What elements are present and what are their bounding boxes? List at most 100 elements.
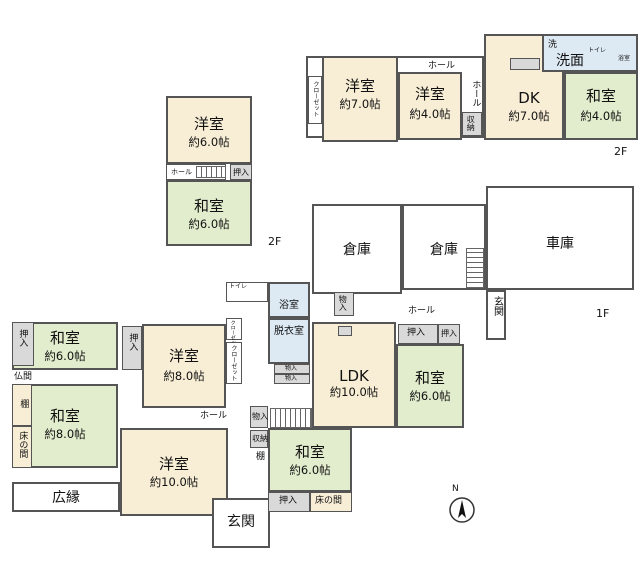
room-name: 広縁 [52, 490, 80, 506]
tana-a: 棚 [12, 384, 32, 426]
room-yoshitsu-8: 洋室 約8.0帖 [142, 324, 226, 408]
room-name: 浴室 [279, 300, 299, 311]
room-yokushitsu: 浴室 [268, 282, 310, 318]
oshiire-label: 押入 [17, 329, 28, 347]
room-shako: 車庫 [486, 186, 634, 290]
stairs-1f-garage [466, 248, 484, 288]
room-size: 約7.0帖 [508, 109, 550, 123]
room-name: 玄関 [227, 514, 255, 530]
room-genkan-1: 玄関 [212, 498, 270, 548]
tokonoma-label: 床の間 [315, 496, 343, 506]
room-name: 洗面 [556, 53, 584, 69]
room-name: 和室 [193, 197, 224, 215]
room-size: 約4.0帖 [409, 107, 451, 121]
room-yoshitsu-7: 洋室 約7.0帖 [322, 56, 398, 142]
oshiire-a: 押入 [12, 322, 34, 366]
room-name: 洋室 [414, 85, 445, 103]
room-name: 洋室 [193, 115, 224, 133]
monoire-b: 物入 [274, 364, 310, 374]
oshiire-label: 押入 [127, 333, 138, 351]
closet-1f-b: クローゼット [226, 342, 242, 384]
room-hiroen: 広縁 [12, 482, 120, 512]
floor-label-1f: 1F [596, 307, 610, 320]
kitchen-counter [510, 58, 540, 70]
toilet-label: トイレ [229, 283, 248, 290]
room-yoshitsu-10: 洋室 約10.0帖 [120, 428, 228, 516]
toilet-1f: トイレ [226, 282, 268, 302]
monoire-label: 物入 [252, 412, 268, 421]
tokonoma-b: 床の間 [310, 492, 352, 512]
ldk-sink [338, 326, 352, 336]
tana-label: 棚 [18, 399, 29, 408]
room-name: 和室 [49, 407, 80, 425]
hall-label: ホール [428, 61, 456, 71]
floor-label-2f-b: 2F [268, 235, 282, 248]
oshiire-d: 押入 [268, 492, 310, 512]
room-size: 約8.0帖 [163, 369, 205, 383]
hall-label: ホール [200, 411, 228, 421]
room-size: 約6.0帖 [44, 349, 86, 363]
tana-label: 棚 [256, 452, 266, 462]
closet-label: クローゼット [229, 320, 236, 350]
monoire-a: 物入 [334, 292, 354, 316]
room-souko-1: 倉庫 [312, 204, 402, 294]
room-name: DK [518, 89, 540, 107]
closet-2f: クローゼット [308, 76, 322, 124]
oshiire-b1: 押入 [398, 324, 438, 344]
toilet-label: トイレ [588, 47, 607, 54]
room-senmen: 洗 洗面 トイレ 浴室 [542, 34, 638, 72]
oshiire-label: 押入 [279, 496, 298, 506]
room-name: 和室 [585, 87, 616, 105]
room-datsuishitsu: 脱衣室 [268, 318, 310, 364]
shuno-label: 収納 [252, 434, 268, 443]
room-name: 倉庫 [343, 242, 371, 258]
floor-label-2f-a: 2F [614, 145, 628, 158]
sen-label: 洗 [548, 40, 558, 50]
oshiire-label: 押入 [233, 168, 249, 177]
stairs-1f [270, 408, 312, 428]
oshiire-label: 押入 [407, 328, 426, 338]
room-size: 約7.0帖 [339, 97, 381, 111]
hall-label: ホール [408, 306, 436, 316]
room-name: 洋室 [158, 455, 189, 473]
room-genkan-2: 玄関 [486, 290, 506, 340]
room-yoshitsu-6-2f: 洋室 約6.0帖 [166, 96, 252, 164]
storage-shuno-a: 収納 [462, 112, 482, 136]
room-size: 約6.0帖 [289, 463, 331, 477]
room-size: 約6.0帖 [188, 217, 230, 231]
closet-label: クローゼット [229, 345, 237, 381]
compass-icon [449, 497, 475, 523]
compass-label: N [452, 484, 459, 494]
oshiire-c: 押入 [122, 326, 142, 370]
oshiire-label: 押入 [441, 329, 457, 338]
room-size: 約10.0帖 [329, 385, 379, 399]
room-name: 和室 [49, 329, 80, 347]
room-name: 車庫 [546, 236, 574, 252]
room-name: LDK [339, 367, 369, 385]
closet-label: クローゼット [311, 81, 319, 117]
room-name: 洋室 [344, 77, 375, 95]
hall-label: ホール [171, 168, 192, 176]
room-name: 和室 [414, 369, 445, 387]
room-yoshitsu-4: 洋室 約4.0帖 [398, 72, 462, 140]
monoire-d: 物入 [250, 406, 268, 428]
room-size: 約8.0帖 [44, 427, 86, 441]
monoire-label: 物入 [285, 365, 298, 372]
tokonoma-label: 床の間 [17, 431, 28, 458]
room-washitsu-4: 和室 約4.0帖 [564, 72, 638, 140]
shuno-c: 収納 [250, 430, 268, 448]
room-name: 玄関 [491, 296, 503, 316]
room-size: 約6.0帖 [188, 135, 230, 149]
butsuma-label: 仏間 [14, 372, 33, 382]
room-size: 約10.0帖 [149, 475, 199, 489]
room-ldk: LDK 約10.0帖 [312, 322, 396, 428]
room-name: 倉庫 [430, 242, 458, 258]
room-washitsu-6-2f: 和室 約6.0帖 [166, 180, 252, 246]
oshiire-b2: 押入 [438, 324, 460, 344]
bath-label: 浴室 [618, 55, 631, 62]
monoire-label: 物入 [285, 375, 298, 382]
room-size: 約6.0帖 [409, 389, 451, 403]
room-name: 洋室 [168, 347, 199, 365]
room-name: 和室 [294, 443, 325, 461]
